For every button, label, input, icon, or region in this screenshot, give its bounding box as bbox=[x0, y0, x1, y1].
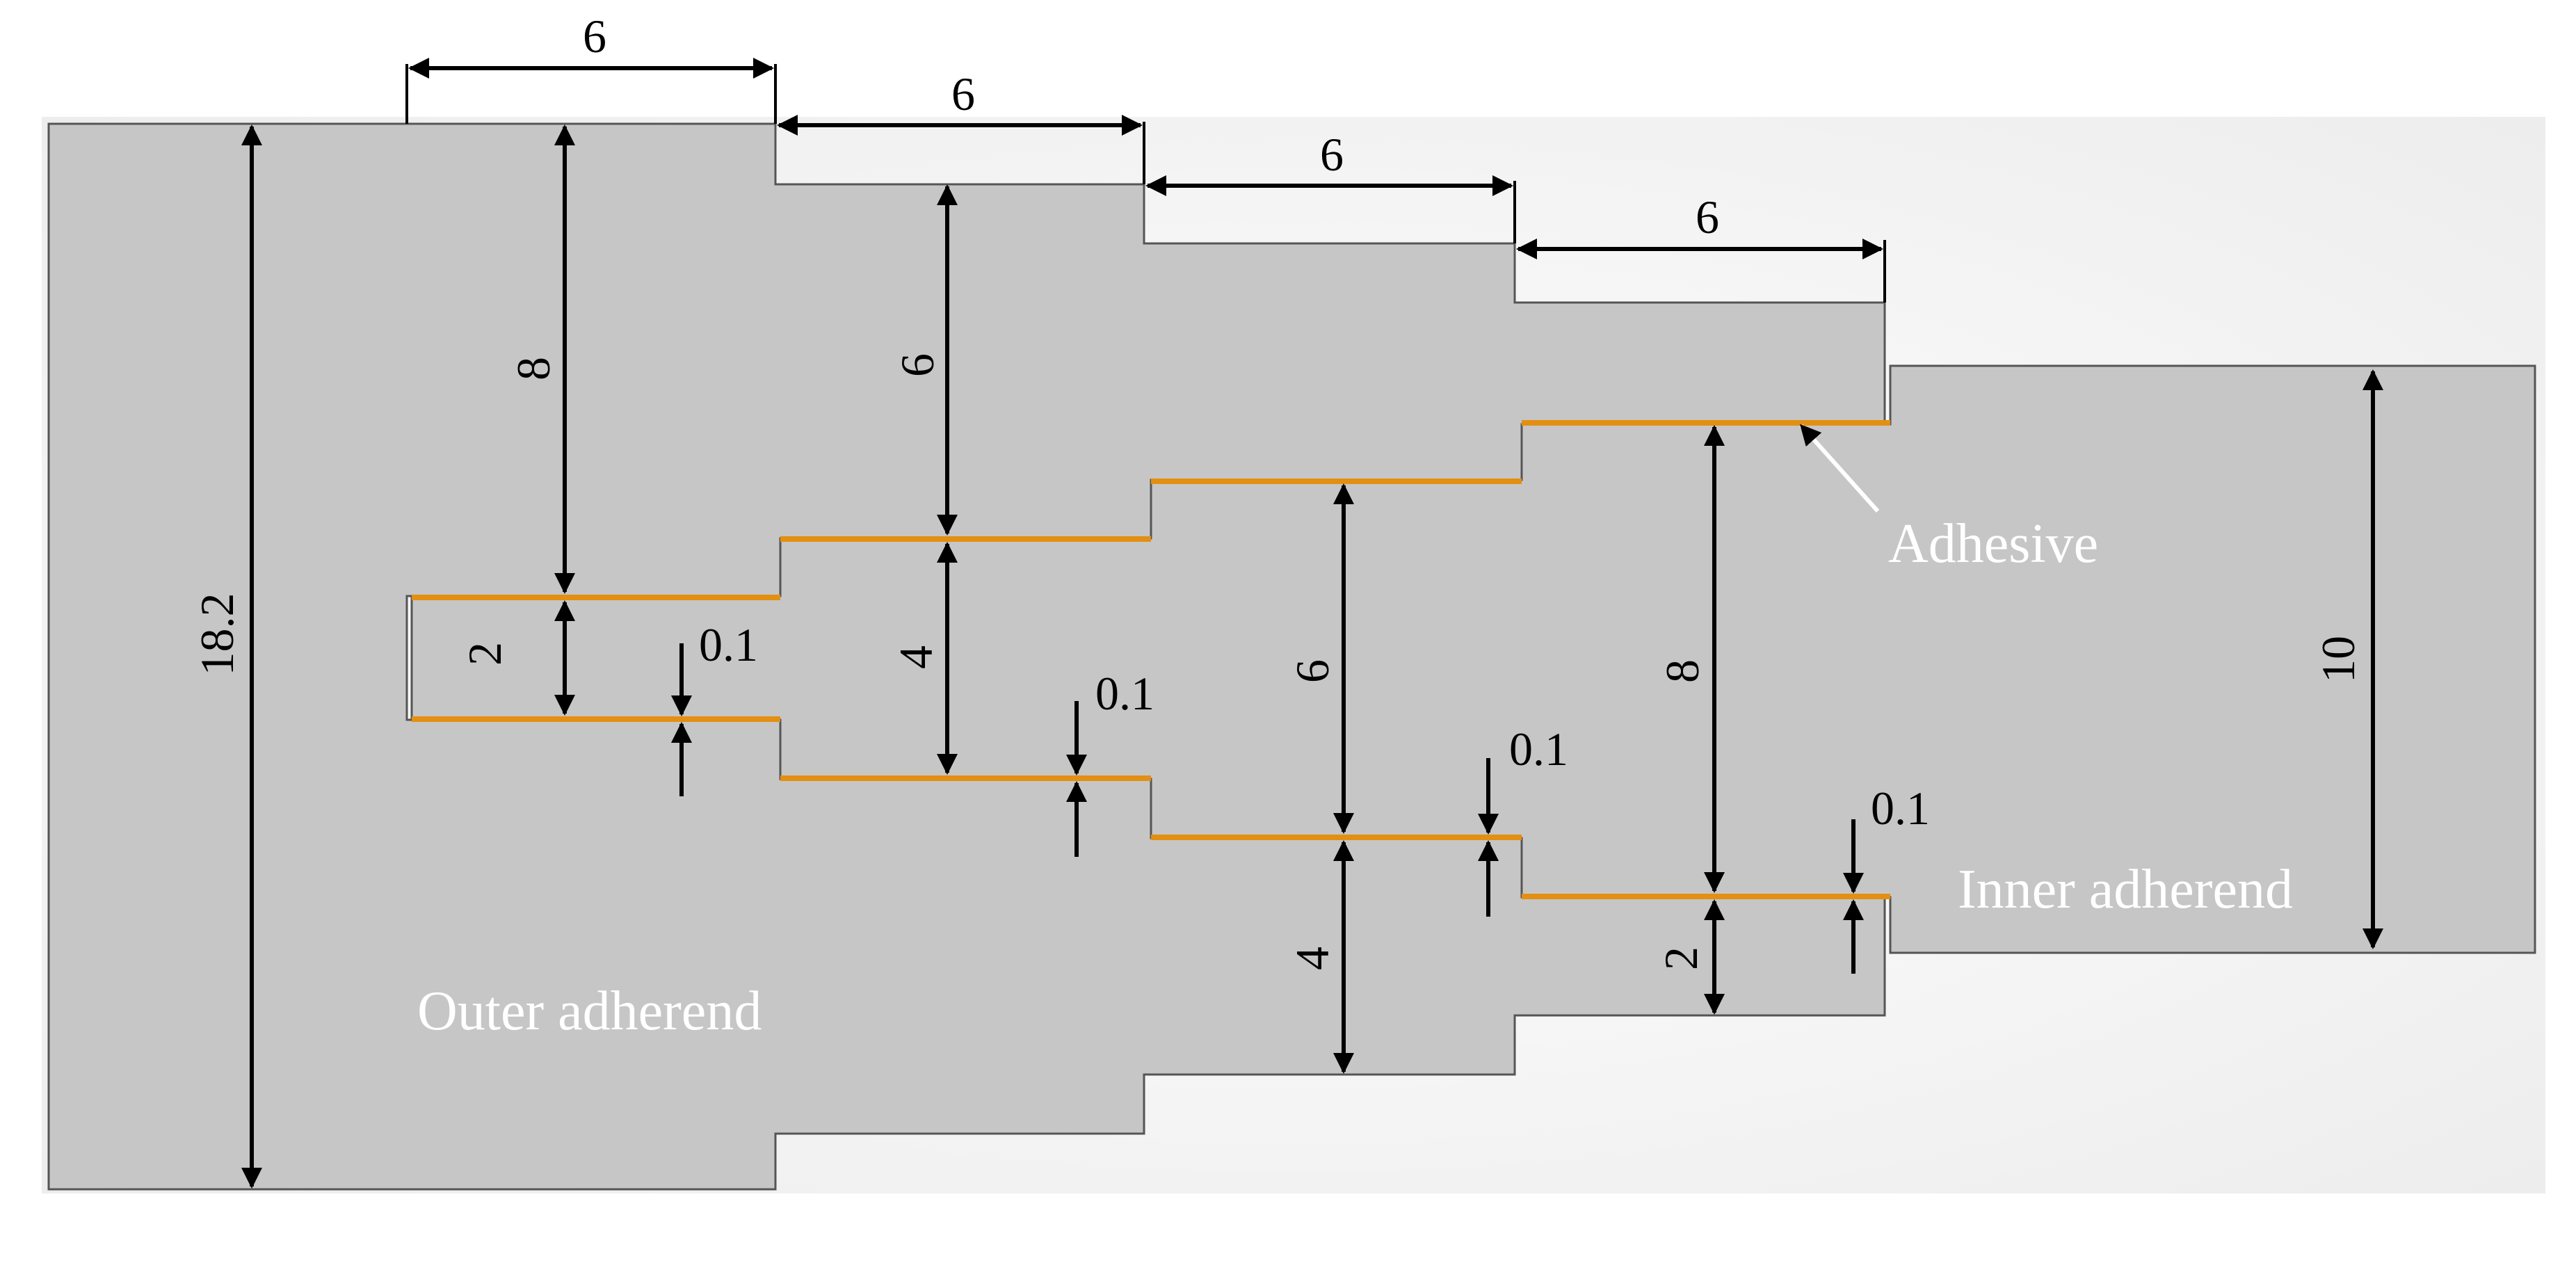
outer-adherend-shape bbox=[47, 122, 1886, 1191]
step-length-label: 6 bbox=[583, 10, 606, 63]
adhesive-layer bbox=[780, 775, 1151, 781]
outer-height-label: 18.2 bbox=[191, 593, 243, 676]
adhesive-layer bbox=[1522, 420, 1890, 426]
lower-depth-label: 4 bbox=[1286, 947, 1339, 970]
adhesive-label: Adhesive bbox=[1888, 513, 2098, 574]
inner-step-label: 8 bbox=[1656, 659, 1709, 683]
adhesive-layer bbox=[412, 595, 780, 600]
outer-adherend-label: Outer adherend bbox=[417, 981, 762, 1042]
adhesive-pointer-arrow bbox=[1799, 424, 1880, 513]
adhesive-layer bbox=[1151, 478, 1522, 484]
step-length-label: 6 bbox=[1320, 128, 1344, 181]
adhesive-thickness-label: 0.1 bbox=[1871, 782, 1930, 835]
inner-adherend-label: Inner adherend bbox=[1958, 859, 2293, 920]
lower-depth-label: 2 bbox=[1655, 947, 1707, 970]
adhesive-layer bbox=[412, 716, 780, 722]
adhesive-thickness-label: 0.1 bbox=[699, 618, 758, 671]
upper-depth-label: 6 bbox=[891, 353, 944, 377]
adhesive-thickness-label: 0.1 bbox=[1509, 723, 1568, 775]
adhesive-layer bbox=[1522, 894, 1890, 899]
inner-step-label: 2 bbox=[458, 642, 511, 666]
upper-depth-label: 8 bbox=[507, 357, 560, 380]
adhesive-layer bbox=[780, 536, 1151, 542]
inner-step-label: 6 bbox=[1286, 659, 1339, 683]
adhesive-thickness-label: 0.1 bbox=[1095, 667, 1154, 720]
step-length-label: 6 bbox=[951, 67, 975, 120]
inner-step-label: 4 bbox=[889, 645, 942, 669]
inner-height-label: 10 bbox=[2312, 636, 2365, 683]
adhesive-layer bbox=[1151, 835, 1522, 840]
step-length-label: 6 bbox=[1696, 191, 1719, 243]
